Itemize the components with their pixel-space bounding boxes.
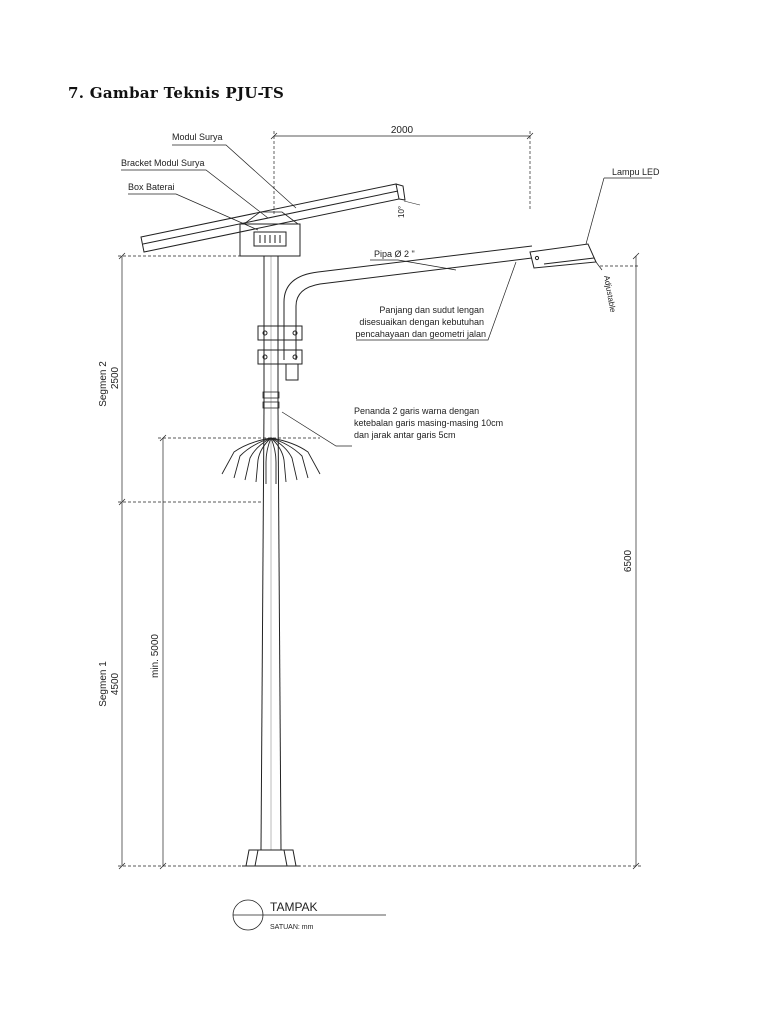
dim-segmen-2-value: 2500 xyxy=(110,366,121,389)
dim-segmen-1-value: 4500 xyxy=(110,672,121,695)
lamp-arm xyxy=(257,245,533,381)
ground-anchor xyxy=(221,437,321,484)
annotation-labels: Modul Surya Bracket Modul Surya Box Bate… xyxy=(98,125,660,707)
leader-lines xyxy=(121,144,652,447)
arm-note-line-1: Panjang dan sudut lengan xyxy=(379,305,484,315)
led-lamp xyxy=(529,243,597,269)
battery-box xyxy=(239,223,301,257)
label-box-baterai: Box Baterai xyxy=(128,182,175,192)
label-tilt-angle: 10° xyxy=(397,206,406,218)
arm-note-line-3: pencahayaan dan geometri jalan xyxy=(355,329,486,339)
marker-note-line-1: Penanda 2 garis warna dengan xyxy=(354,406,479,416)
marker-note-line-3: dan jarak antar garis 5cm xyxy=(354,430,456,440)
label-adjustable: Adjustable xyxy=(602,275,617,314)
pole xyxy=(242,256,300,867)
dim-total-height: 6500 xyxy=(623,549,634,572)
unit-note: SATUAN: mm xyxy=(270,924,314,931)
page-title: 7. Gambar Teknis PJU-TS xyxy=(68,84,285,102)
label-lampu-led: Lampu LED xyxy=(612,167,660,177)
label-bracket-modul-surya: Bracket Modul Surya xyxy=(121,158,205,168)
dim-min-height: min. 5000 xyxy=(150,634,161,678)
dim-segmen-1-name: Segmen 1 xyxy=(98,661,109,707)
arm-note-line-2: disesuaikan dengan kebutuhan xyxy=(359,317,484,327)
dim-arm-length: 2000 xyxy=(391,125,414,136)
title-block: TAMPAK SATUAN: mm xyxy=(232,899,386,931)
label-pipa: Pipa Ø 2 " xyxy=(374,249,415,259)
view-title: TAMPAK xyxy=(270,900,318,914)
dim-segmen-2-name: Segmen 2 xyxy=(98,361,109,407)
solar-panel xyxy=(140,183,421,253)
marker-note-line-2: ketebalan garis masing-masing 10cm xyxy=(354,418,503,428)
dimension-lines xyxy=(118,131,642,870)
label-modul-surya: Modul Surya xyxy=(172,132,223,142)
